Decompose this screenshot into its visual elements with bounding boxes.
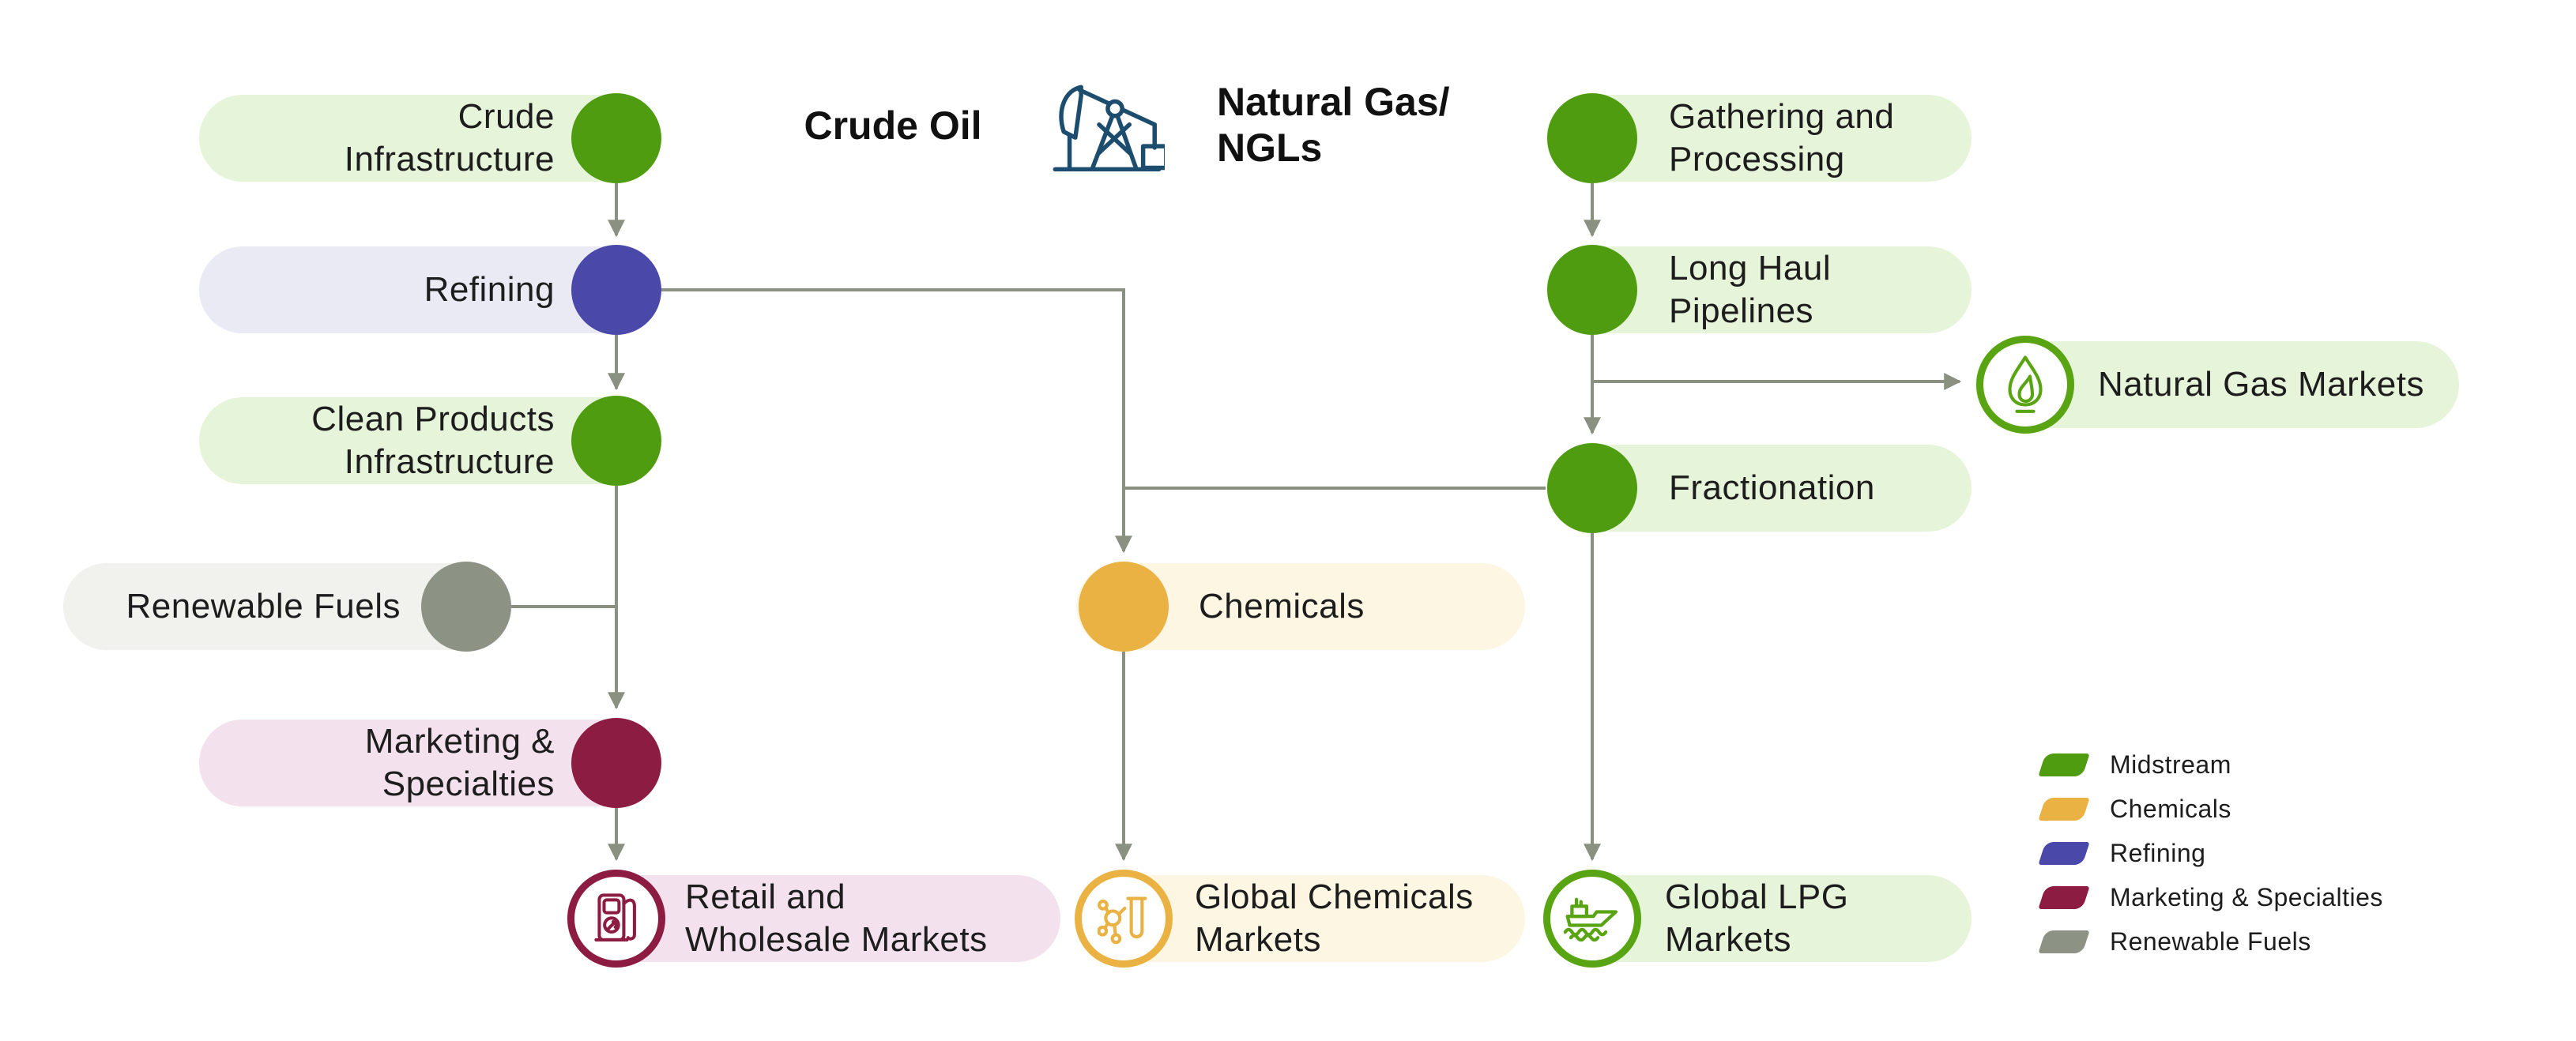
retail-icon-badge bbox=[567, 870, 665, 968]
renewable-fuels-dot bbox=[421, 562, 511, 652]
refining-dot bbox=[571, 245, 661, 335]
legend-label: Midstream bbox=[2110, 750, 2231, 779]
legend-item-renewable-fuels: Renewable Fuels bbox=[2038, 926, 2383, 956]
legend: Midstream Chemicals Refining Marketing &… bbox=[2038, 750, 2383, 974]
legend-item-midstream: Midstream bbox=[2038, 750, 2383, 779]
crude-oil-heading: Crude Oil bbox=[804, 103, 982, 148]
node-renewable-fuels: Renewable Fuels bbox=[63, 562, 511, 652]
node-natural-gas-markets: Natural Gas Markets bbox=[1975, 336, 2459, 434]
marketing-swatch bbox=[2038, 885, 2090, 909]
chemicals-dot bbox=[1079, 562, 1169, 652]
node-long-haul-pipelines: Long Haul Pipelines bbox=[1546, 245, 1972, 335]
node-chemicals: Chemicals bbox=[1076, 562, 1525, 652]
midstream-dot bbox=[1547, 443, 1637, 533]
node-label: Chemicals bbox=[1199, 587, 1365, 626]
node-label: Marketing & Specialties bbox=[364, 722, 555, 803]
node-label: Refining bbox=[424, 270, 555, 309]
marketing-dot bbox=[571, 718, 661, 808]
flame-icon bbox=[2008, 355, 2043, 413]
renewable-swatch bbox=[2038, 930, 2090, 953]
midstream-swatch bbox=[2038, 753, 2090, 776]
node-marketing-specialties: Marketing & Specialties bbox=[199, 718, 661, 808]
global-chemicals-icon-badge bbox=[1075, 870, 1173, 968]
node-label: Fractionation bbox=[1669, 468, 1875, 507]
node-label: Crude Infrastructure bbox=[344, 97, 555, 179]
midstream-dot bbox=[571, 396, 661, 486]
midstream-dot bbox=[1547, 245, 1637, 335]
connector-refining-to-chemicals bbox=[661, 288, 1132, 554]
midstream-dot bbox=[1547, 93, 1637, 183]
node-label: Retail and Wholesale Markets bbox=[685, 878, 988, 959]
node-label: Renewable Fuels bbox=[126, 587, 401, 626]
legend-item-refining: Refining bbox=[2038, 838, 2383, 867]
legend-label: Refining bbox=[2110, 838, 2206, 867]
node-label: Long Haul Pipelines bbox=[1669, 249, 1832, 330]
legend-item-chemicals: Chemicals bbox=[2038, 794, 2383, 823]
legend-label: Marketing & Specialties bbox=[2110, 882, 2383, 911]
node-label: Gathering and Processing bbox=[1669, 97, 1895, 179]
node-crude-infrastructure: Crude Infrastructure bbox=[199, 93, 661, 183]
node-gathering-processing: Gathering and Processing bbox=[1546, 93, 1972, 183]
node-label: Global Chemicals Markets bbox=[1195, 878, 1474, 959]
node-clean-products-infrastructure: Clean Products Infrastructure bbox=[199, 396, 661, 486]
node-global-lpg-markets: Global LPG Markets bbox=[1543, 870, 1972, 968]
node-refining: Refining bbox=[199, 245, 661, 335]
natural-gas-heading: Natural Gas/ NGLs bbox=[1217, 80, 1450, 170]
node-global-chemicals-markets: Global Chemicals Markets bbox=[1075, 870, 1525, 968]
natural-gas-icon-badge bbox=[1976, 336, 2074, 434]
node-label: Global LPG Markets bbox=[1665, 878, 1849, 959]
refining-swatch bbox=[2038, 841, 2090, 865]
chemicals-swatch bbox=[2038, 797, 2090, 821]
pumpjack-icon bbox=[1053, 85, 1165, 172]
midstream-dot bbox=[571, 93, 661, 183]
node-retail-wholesale-markets: Retail and Wholesale Markets bbox=[567, 870, 1060, 968]
global-lpg-icon-badge bbox=[1543, 870, 1641, 968]
legend-item-marketing-specialties: Marketing & Specialties bbox=[2038, 882, 2383, 911]
legend-label: Chemicals bbox=[2110, 794, 2231, 823]
node-label: Clean Products Infrastructure bbox=[311, 400, 555, 481]
molecule-flask-icon bbox=[1098, 896, 1147, 945]
node-label: Natural Gas Markets bbox=[2098, 365, 2424, 404]
ship-icon bbox=[1563, 897, 1618, 942]
legend-label: Renewable Fuels bbox=[2110, 926, 2311, 956]
node-fractionation: Fractionation bbox=[1546, 443, 1972, 533]
fuel-pump-icon bbox=[594, 893, 636, 941]
